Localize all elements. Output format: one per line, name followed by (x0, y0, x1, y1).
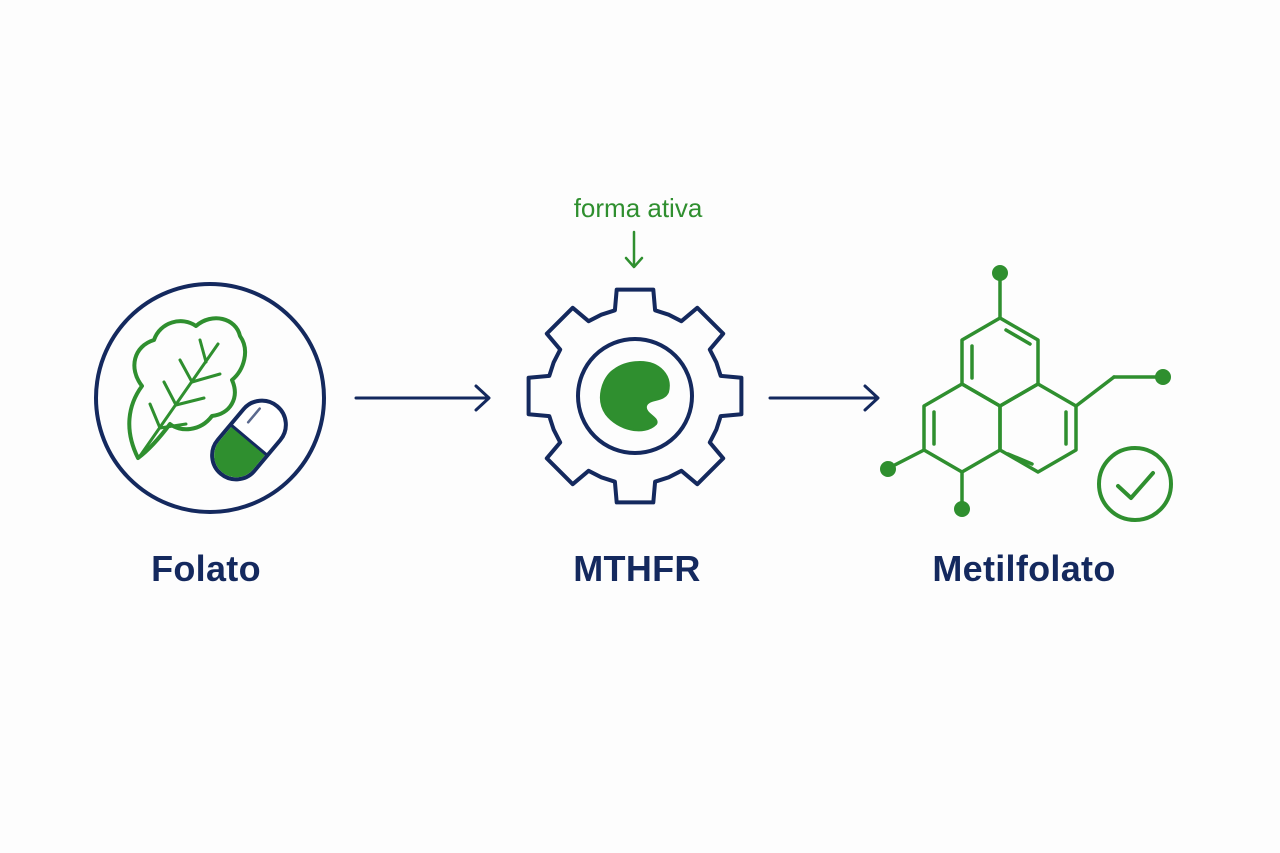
check-icon (1097, 446, 1173, 522)
enzyme-blob-icon (599, 360, 670, 432)
leaf-veins (138, 338, 222, 458)
annotation-forma-ativa: forma ativa (573, 193, 703, 223)
gear-enzyme-icon (526, 287, 744, 505)
arrow-folato-to-mthfr (354, 384, 491, 412)
gear-icon (526, 287, 744, 505)
step-label-metilfolato: Metilfolato (932, 548, 1116, 589)
capsule-icon (210, 398, 288, 482)
leaf-icon (127, 316, 248, 460)
molecule-check-icon (880, 265, 1173, 522)
gear-inner-ring (576, 337, 694, 455)
folato-circle (94, 282, 326, 514)
step-label-mthfr: MTHFR (573, 548, 701, 589)
molecule-atoms (880, 265, 1171, 517)
arrow-mthfr-to-metilfolato (768, 384, 880, 412)
leaf-and-capsule-icon (94, 282, 326, 514)
molecule-bonds (887, 272, 1164, 510)
annotation-arrow (624, 230, 644, 269)
step-label-folato: Folato (151, 548, 261, 589)
